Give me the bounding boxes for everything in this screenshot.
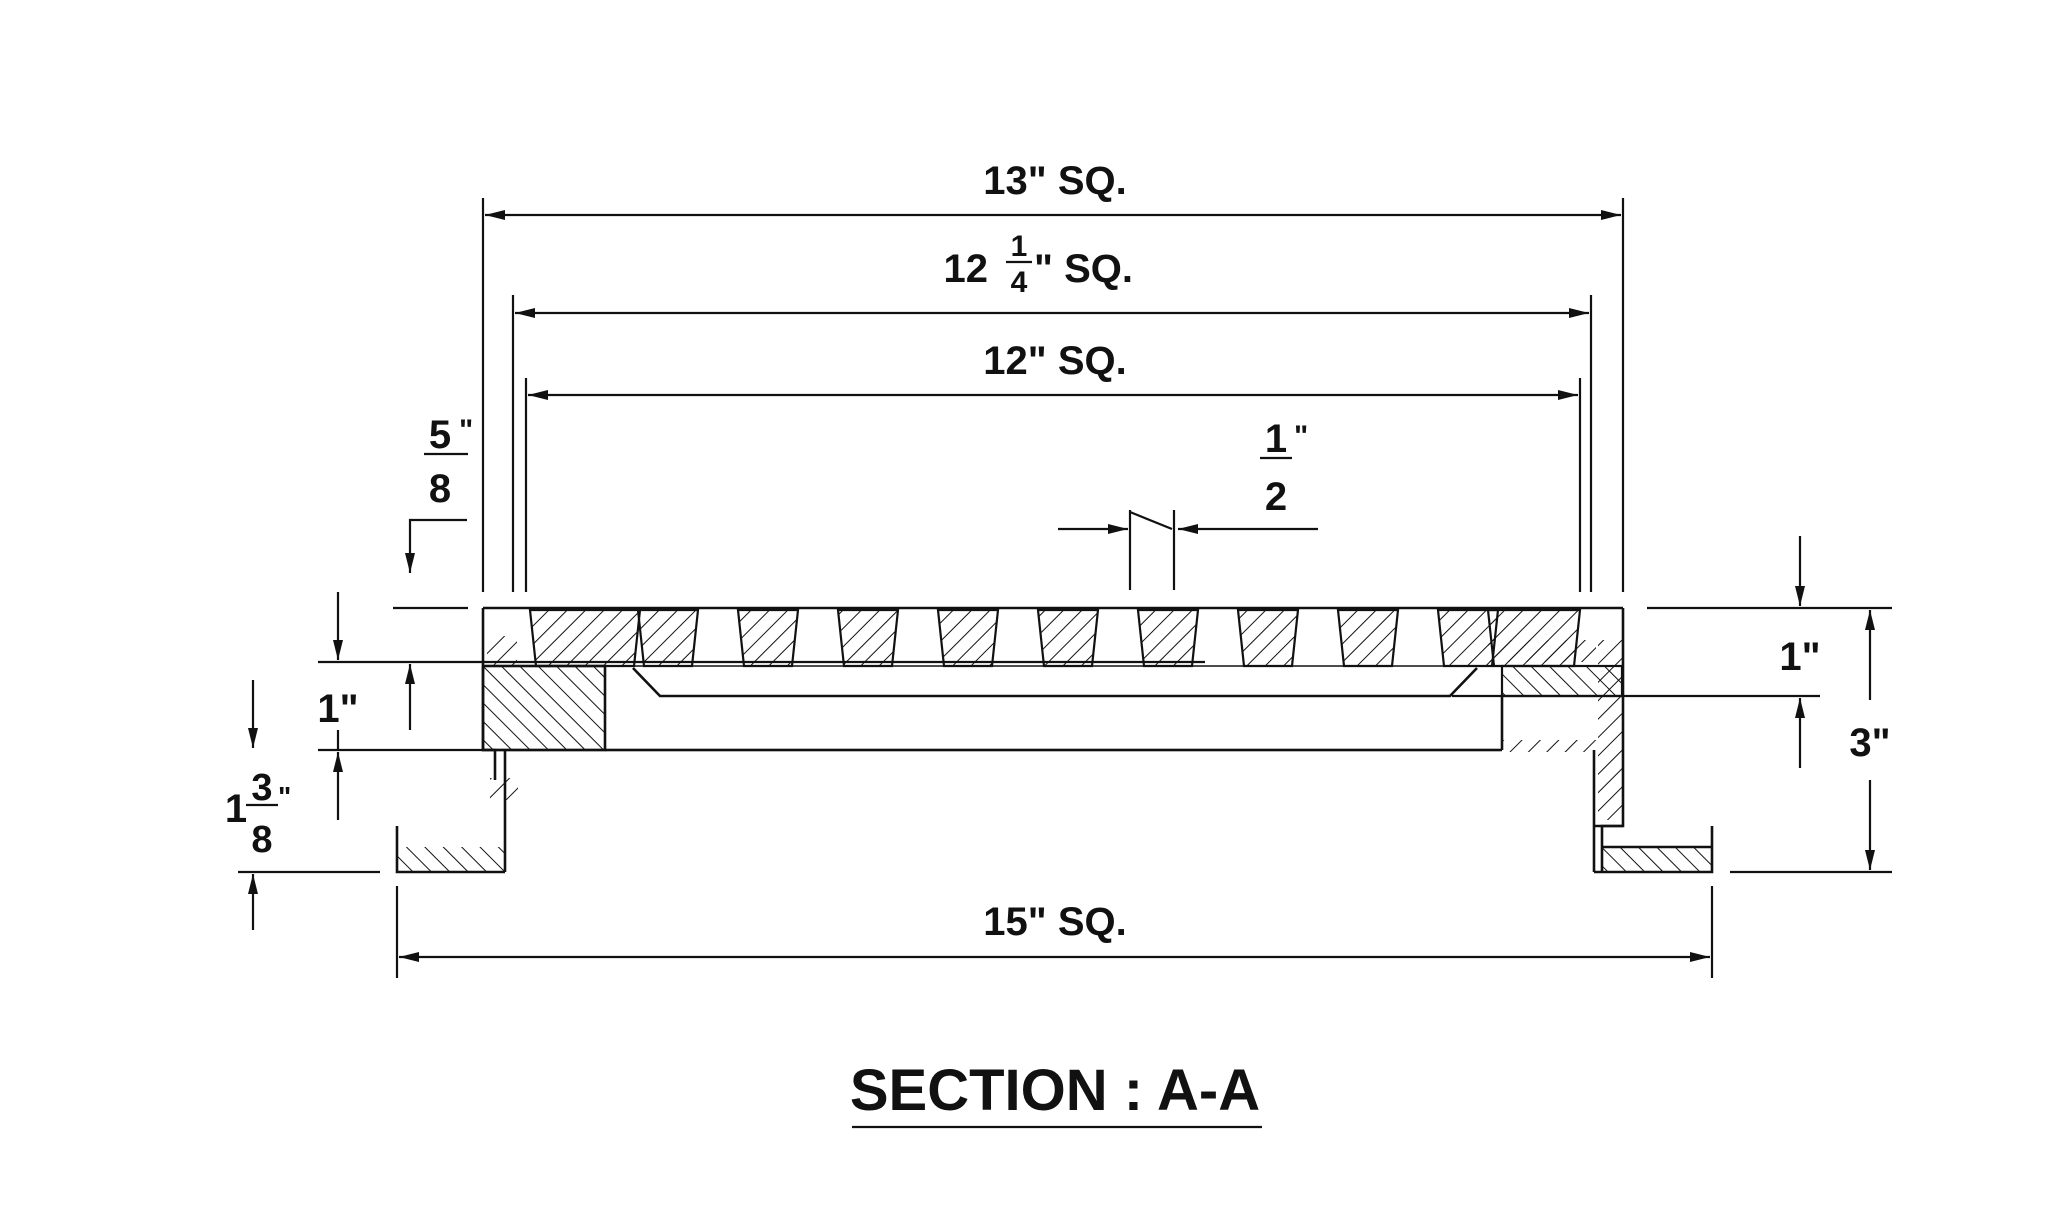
dim-left-1-label: 1" [317,687,358,731]
dim-12q-unit: " SQ. [1034,247,1133,291]
dim-12q-den: 4 [1011,266,1028,299]
dim-3-label: 3" [1849,721,1890,765]
dim-flange-den: 8 [251,819,272,861]
grate-bar [1486,608,1582,668]
dim-bar-num: 1 [1265,417,1287,461]
grate-bar [1136,608,1200,668]
dim-base-15: 15" SQ. [395,886,1714,978]
dim-lip-den: 8 [429,467,451,511]
dim-12-label: 12" SQ. [983,339,1126,383]
grate-bar [1436,608,1500,668]
dim-bar-unit: " [1294,420,1308,453]
dim-flange-unit: " [278,781,291,812]
dim-grate-12: 12" SQ. [524,339,1582,592]
grate-bar [1336,608,1400,668]
frame-section [395,606,1714,874]
grate-bars [528,608,1582,668]
dim-flange-whole: 1 [225,787,247,831]
dim-right-1: 1" [1452,536,1892,768]
grate-bar [836,608,900,668]
dim-flange-1-3-8: 1 3 " 8 [225,680,380,930]
section-title-group: SECTION : A-A [850,1058,1262,1129]
grate-bar [1036,608,1100,668]
dim-15-label: 15" SQ. [983,900,1126,944]
section-title: SECTION : A-A [850,1058,1260,1123]
grate-bar [636,608,700,668]
grate-bar [736,608,800,668]
grate-bar [1236,608,1300,668]
dim-lip-5-8: 5 " 8 [318,413,1205,730]
dim-overall-13: 13" SQ. [481,159,1625,592]
dim-lip-unit: " [459,414,473,447]
grate-bar [936,608,1000,668]
grate-bar [528,608,642,668]
dim-bar-1-2: 1 " 2 [1058,417,1318,590]
dim-13-label: 13" SQ. [983,159,1126,203]
dim-12q-whole: 12 [944,247,989,291]
dim-flange-num: 3 [251,767,272,809]
dim-frame-12-quarter: 12 1 4 " SQ. [511,230,1593,592]
dim-lip-num: 5 [429,413,451,457]
dim-bar-den: 2 [1265,475,1287,519]
dim-right-1-label: 1" [1779,635,1820,679]
dim-total-3: 3" [1730,610,1892,874]
dim-12q-num: 1 [1011,230,1028,263]
